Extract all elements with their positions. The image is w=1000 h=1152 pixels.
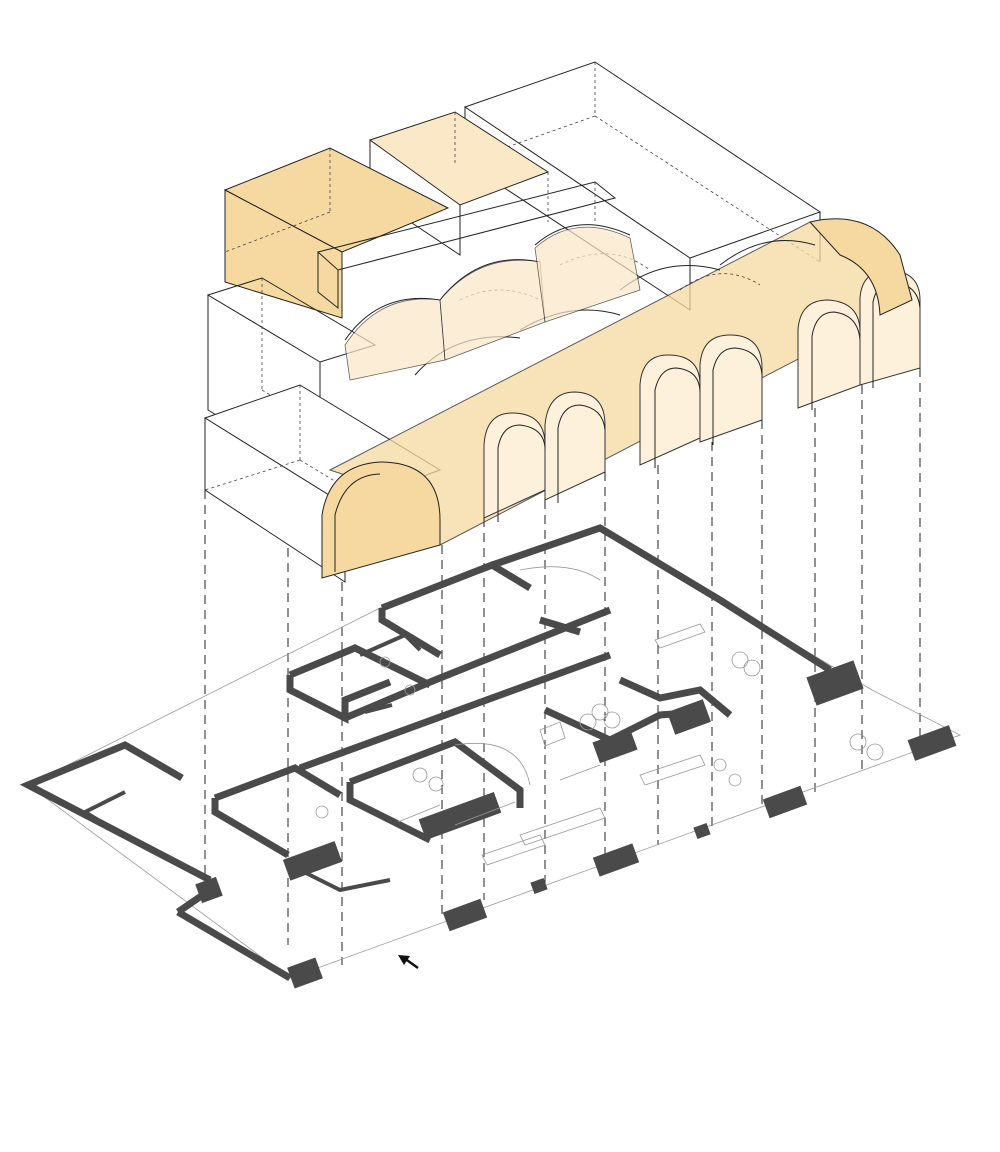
- arch-opening-1: [483, 412, 546, 522]
- massing-box-top-middle: [368, 111, 550, 256]
- plan-furniture: [315, 566, 884, 866]
- massing-box-top-left: [223, 147, 450, 319]
- column: [195, 876, 223, 904]
- column: [287, 957, 323, 989]
- floor-plan: [19, 524, 962, 989]
- massing-box-long-strip: [316, 181, 617, 310]
- arched-vault-gallery: [321, 218, 921, 579]
- front-arch-large: [321, 461, 441, 579]
- column: [530, 877, 548, 895]
- vault-end-cap: [809, 218, 913, 316]
- column: [282, 841, 343, 881]
- column: [693, 822, 711, 840]
- arch-opening-4: [699, 334, 763, 445]
- column: [806, 660, 864, 706]
- plan-middle-block: [211, 524, 832, 893]
- column: [592, 843, 640, 877]
- column: [592, 728, 638, 764]
- plan-columns: [195, 660, 957, 989]
- entrance-arrow-icon: [398, 955, 419, 970]
- projection-lines: [204, 368, 921, 965]
- arch-opening-5: [797, 299, 861, 410]
- column: [418, 791, 502, 841]
- column: [907, 725, 957, 761]
- column: [442, 898, 488, 932]
- column: [667, 699, 711, 735]
- column: [762, 785, 808, 819]
- plan-left-wing: [19, 741, 292, 982]
- arch-opening-2: [544, 391, 606, 503]
- arch-opening-3: [639, 354, 701, 468]
